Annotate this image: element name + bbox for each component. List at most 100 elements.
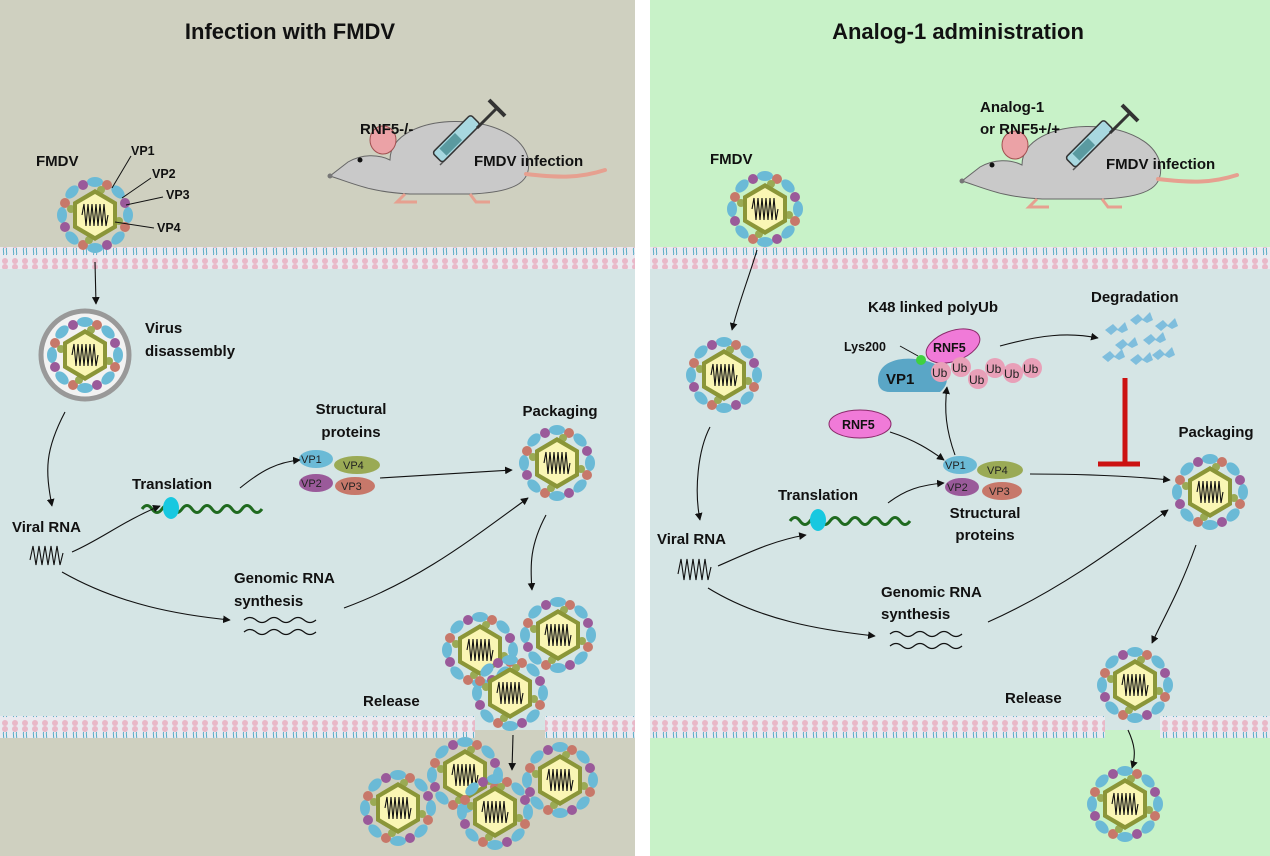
ub-icon <box>951 357 971 377</box>
left-arrow-genomic-to-packaging <box>343 497 529 609</box>
panel-divider <box>635 0 650 856</box>
disassembly-label-1: Virus <box>145 320 182 337</box>
left-fmdv-label: FMDV <box>36 153 79 170</box>
ub-label: Ub <box>1004 367 1020 381</box>
right-packaging-label: Packaging <box>1178 424 1253 441</box>
right-genomic-label-1: Genomic RNA <box>881 584 982 601</box>
right-blob-vp1-label: VP1 <box>945 460 966 472</box>
left-ribosome-icon <box>163 497 179 519</box>
left-arrow-to-translation <box>71 505 161 553</box>
right-mrna-icon <box>788 516 912 526</box>
right-arrow-exit <box>1127 729 1138 769</box>
right-blob-vp3-label: VP3 <box>989 486 1010 498</box>
polyub-label: K48 linked polyUb <box>868 299 998 316</box>
right-title: Analog-1 administration <box>832 19 1084 44</box>
left-arrow-to-proteins <box>239 456 301 489</box>
right-blob-vp2-label: VP2 <box>947 482 968 494</box>
left-blob-vp2-label: VP2 <box>301 478 322 490</box>
left-vp3-blob-icon <box>335 477 375 495</box>
right-arrow-genomic-to-packaging <box>987 509 1169 623</box>
right-genomic-label-2: synthesis <box>881 606 950 623</box>
left-viral-rna-icon <box>29 545 64 566</box>
right-arrow-to-translation <box>717 532 807 567</box>
rnf5-free-label: RNF5 <box>842 418 875 432</box>
lys200-leader <box>899 345 919 357</box>
left-infection-label: FMDV infection <box>474 153 583 170</box>
left-vp2-blob-icon <box>299 474 333 492</box>
left-top-membrane <box>0 247 635 269</box>
left-genomic-rna-icon <box>243 616 317 636</box>
left-vp4-blob-icon <box>334 456 380 474</box>
lys200-site-icon <box>916 355 926 365</box>
right-bottom-membrane-right <box>1160 716 1270 738</box>
right-fmdv-label: FMDV <box>710 151 753 168</box>
left-vp4-label: VP4 <box>157 221 181 235</box>
vp1-protein-label: VP1 <box>886 371 914 388</box>
degradation-fragments-icon <box>1102 312 1178 365</box>
right-arrow-to-packaging <box>1029 473 1171 484</box>
right-bottom-membrane <box>650 716 1105 738</box>
ub-icon <box>1003 363 1023 383</box>
right-treatment-label-2: or RNF5+/+ <box>980 121 1060 138</box>
left-arrows <box>46 261 547 771</box>
left-vp1-blob-icon <box>299 450 333 468</box>
left-blob-vp4-label: VP4 <box>343 460 364 472</box>
left-vp1-label: VP1 <box>131 144 155 158</box>
ub-label: Ub <box>969 373 985 387</box>
right-viral-rna-icon <box>677 558 712 581</box>
left-viral-rna-label: Viral RNA <box>12 519 81 536</box>
right-release-label: Release <box>1005 690 1062 707</box>
ub-label: Ub <box>1023 362 1039 376</box>
right-arrows <box>694 249 1197 769</box>
disassembly-label-2: disassembly <box>145 343 236 360</box>
left-blob-vp3-label: VP3 <box>341 481 362 493</box>
left-title: Infection with FMDV <box>185 19 396 44</box>
left-arrow-entry <box>91 261 100 305</box>
right-arrow-ubiquitination <box>942 386 956 456</box>
polyub-chain: Ub Ub Ub Ub Ub Ub <box>931 357 1042 389</box>
left-arrow-to-release <box>527 514 547 591</box>
right-arrow-to-degradation <box>999 332 1099 347</box>
right-vp4-blob-icon <box>977 461 1023 479</box>
left-mouse-label: RNF5-/- <box>360 121 413 138</box>
right-structural-label-2: proteins <box>955 527 1014 544</box>
left-release-label: Release <box>363 693 420 710</box>
left-bottom-membrane-right <box>545 716 635 738</box>
right-vp2-blob-icon <box>945 478 979 496</box>
right-structural-label-1: Structural <box>950 505 1021 522</box>
right-top-membrane <box>650 247 1270 269</box>
ub-icon <box>1022 358 1042 378</box>
left-arrow-to-genomic <box>61 571 231 624</box>
right-ribosome-icon <box>810 509 826 531</box>
left-arrow-exit <box>508 734 517 771</box>
left-panel: Infection with FMDV RNF5-/- FMDV infecti… <box>0 0 635 856</box>
left-arrow-uncoating <box>46 411 66 507</box>
left-structural-label-1: Structural <box>316 401 387 418</box>
right-arrow-to-genomic <box>707 587 876 640</box>
left-blob-vp1-label: VP1 <box>301 454 322 466</box>
right-blob-vp4-label: VP4 <box>987 465 1008 477</box>
right-arrow-uncoating <box>694 426 711 521</box>
left-mrna-icon <box>140 504 264 514</box>
right-infection-label: FMDV infection <box>1106 156 1215 173</box>
degradation-label: Degradation <box>1091 289 1179 306</box>
right-translation-label: Translation <box>778 487 858 504</box>
right-genomic-rna-icon <box>889 630 963 650</box>
ub-icon <box>985 358 1005 378</box>
ub-icon <box>968 369 988 389</box>
ub-label: Ub <box>932 366 948 380</box>
vp1-protein-icon <box>878 358 947 392</box>
right-vp3-blob-icon <box>982 482 1022 500</box>
right-arrow-to-release <box>1151 544 1197 644</box>
right-treatment-label-1: Analog-1 <box>980 99 1044 116</box>
left-genomic-label-1: Genomic RNA <box>234 570 335 587</box>
left-packaging-label: Packaging <box>522 403 597 420</box>
left-vp2-label: VP2 <box>152 167 176 181</box>
ub-label: Ub <box>952 361 968 375</box>
left-vp-leader-lines <box>111 155 164 229</box>
right-viral-rna-label: Viral RNA <box>657 531 726 548</box>
rnf5-free-icon <box>828 409 892 439</box>
left-arrow-to-packaging <box>379 466 513 479</box>
left-genomic-label-2: synthesis <box>234 593 303 610</box>
